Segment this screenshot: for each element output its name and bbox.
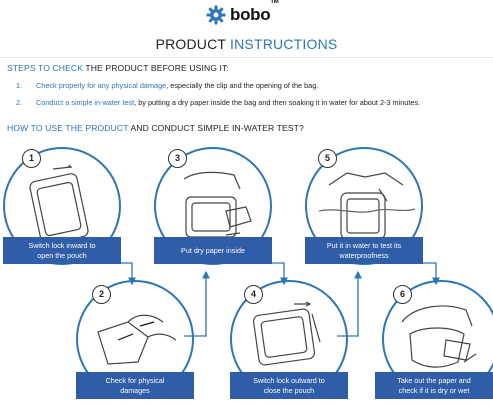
step-3-label: Put dry paper inside: [154, 237, 272, 264]
step-6-number: 6: [393, 285, 412, 304]
take-out-paper-sketch-icon: [401, 305, 477, 368]
gear-icon: [206, 5, 226, 25]
check-item-1: 1.Check properly for any physical damage…: [16, 81, 319, 90]
pouch-lock-sketch-icon: [252, 301, 321, 366]
step-2-number: 2: [92, 285, 111, 304]
title-divider: [0, 57, 493, 58]
water-test-sketch-icon: [318, 172, 416, 240]
inspect-sketch-icon: [97, 314, 177, 365]
step-3-number: 3: [168, 149, 187, 168]
usage-section-heading: HOW TO USE THE PRODUCT AND CONDUCT SIMPL…: [7, 123, 304, 133]
step-5-number: 5: [318, 149, 337, 168]
page-title: PRODUCT INSTRUCTIONS: [155, 36, 338, 52]
check-section-heading: STEPS TO CHECK THE PRODUCT BEFORE USING …: [7, 63, 229, 73]
check-item-2: 2.Conduct a simple in-water test, by put…: [16, 98, 421, 107]
brand-logo: boboTM: [206, 0, 279, 26]
logo-wordmark: boboTM: [230, 0, 279, 24]
step-1-number: 1: [22, 149, 41, 168]
step-4-number: 4: [244, 285, 263, 304]
